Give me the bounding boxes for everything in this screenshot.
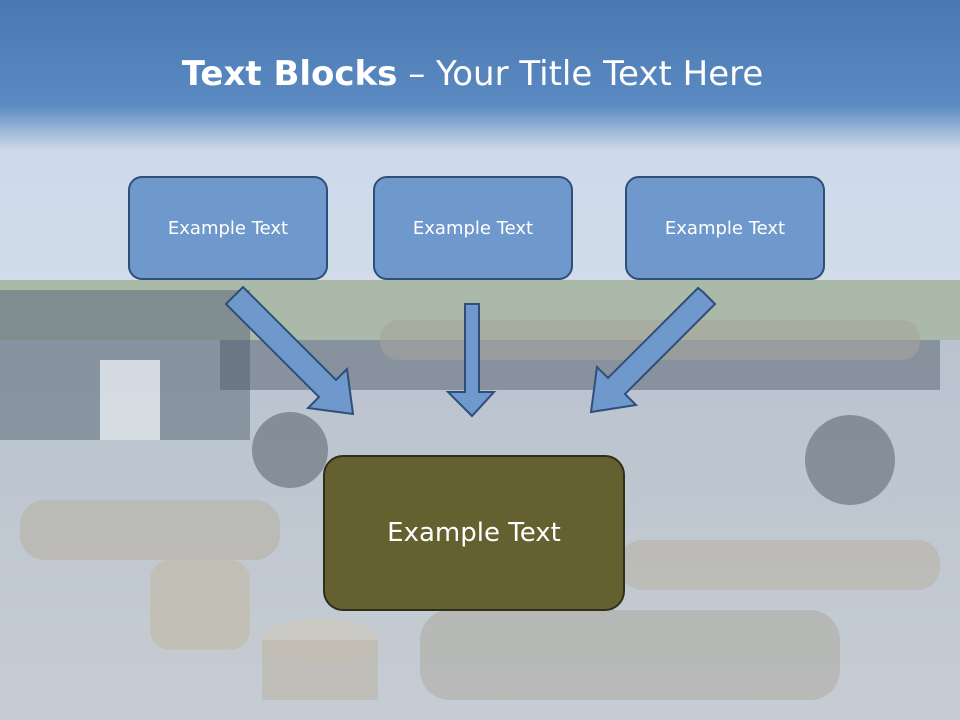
main-text-block[interactable]: Example Text [323,455,625,611]
text-block-1-label: Example Text [167,217,289,239]
text-block-2[interactable]: Example Text [373,176,573,280]
text-block-3[interactable]: Example Text [625,176,825,280]
title-bold: Text Blocks [181,54,398,94]
text-block-3-label: Example Text [664,217,786,239]
text-block-2-label: Example Text [412,217,534,239]
text-block-1[interactable]: Example Text [128,176,328,280]
title-bar [0,0,960,150]
title-rest: – Your Title Text Here [397,54,764,94]
main-text-block-label: Example Text [387,518,561,548]
slide-title: Text Blocks – Your Title Text Here [0,52,945,96]
